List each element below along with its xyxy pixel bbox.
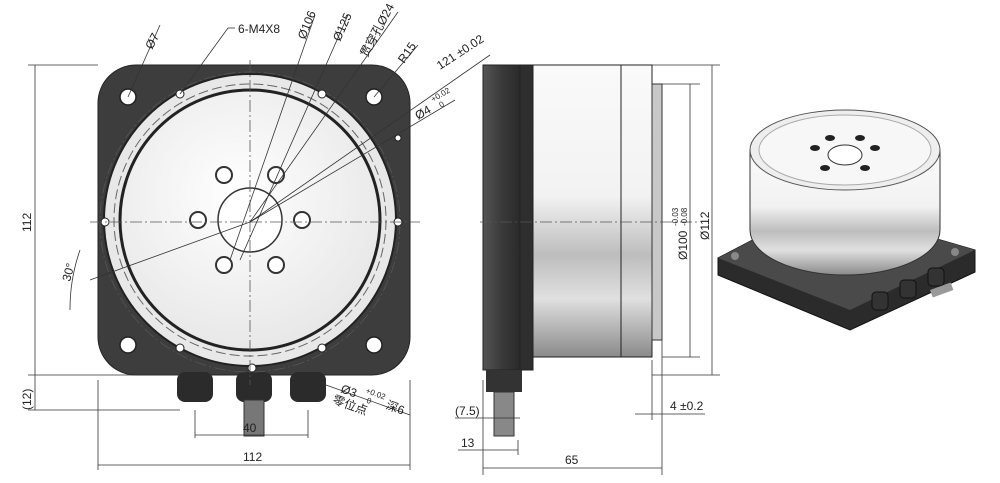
flange — [482, 64, 521, 371]
zero-pin-label: Ø3 +0.02 0 深6 零位点 — [331, 382, 407, 418]
hole-spacing-label: 121 ±0.02 — [434, 32, 487, 73]
isometric-view — [717, 109, 976, 331]
connector-glands — [177, 372, 326, 437]
rotor-step — [651, 83, 663, 341]
dia-125-label: Ø125 — [330, 10, 355, 43]
mount-holes — [119, 88, 383, 354]
step-label: 4 ±0.2 — [670, 399, 704, 413]
svg-text:Ø4: Ø4 — [413, 102, 434, 122]
height-label: 112 — [20, 213, 34, 232]
thread-label: 6-M4X8 — [238, 22, 280, 36]
svg-text:-0.08: -0.08 — [680, 207, 689, 226]
svg-text:0: 0 — [365, 396, 373, 406]
dia-100-label: Ø100 -0.03 -0.08 — [671, 207, 690, 260]
connector-length-label: 13 — [461, 436, 475, 450]
connector-height-label: (12) — [20, 389, 34, 410]
leader-lines — [89, 11, 491, 416]
through-hole-label: 贯穿孔Ø24 — [356, 0, 397, 59]
side-view — [480, 64, 700, 437]
front-view — [69, 11, 491, 437]
dia-7-label: Ø7 — [142, 30, 162, 51]
svg-text:深6: 深6 — [384, 398, 407, 418]
angle-arc — [69, 249, 81, 311]
corner-radius-label: R15 — [395, 39, 419, 65]
angle-label: 30° — [59, 261, 77, 282]
housing-body — [532, 64, 622, 358]
svg-text:-0.03: -0.03 — [671, 207, 680, 226]
width-label: 112 — [243, 450, 262, 464]
connector-spacing-label: 40 — [243, 421, 257, 435]
bolt-holes — [189, 166, 311, 274]
dia-106-label: Ø106 — [295, 8, 319, 41]
svg-text:0: 0 — [438, 99, 447, 109]
pin-hole-label: Ø4 +0.02 0 — [413, 86, 453, 123]
dia-112-label: Ø112 — [698, 211, 712, 240]
svg-text:Ø100: Ø100 — [676, 230, 690, 260]
shaft — [493, 391, 515, 437]
svg-text:Ø3: Ø3 — [339, 382, 359, 401]
shaft-offset-label: (7.5) — [455, 404, 480, 418]
side-dimension-lines — [455, 64, 720, 475]
length-label: 65 — [565, 453, 579, 467]
front-dimension-lines — [28, 64, 411, 470]
